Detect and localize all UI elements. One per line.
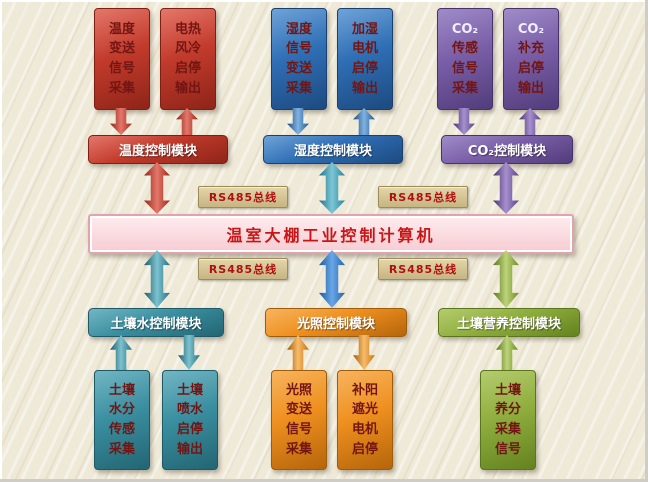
arrow-humidity-bus-icon — [319, 162, 345, 214]
central-computer: 温室大棚工业控制计算机 — [88, 214, 574, 254]
label-line: 信号 — [285, 422, 312, 437]
arrow-temp-signal-down-icon — [110, 108, 132, 135]
label-line: 补阳 — [351, 382, 378, 398]
bus-tag-bottom-left: RS485总线 — [198, 258, 288, 280]
label-line: 变送 — [285, 61, 312, 76]
label-line: 信号 — [494, 441, 521, 457]
arrow-spray-output-down-icon — [178, 335, 200, 370]
label-line: CO₂ — [517, 21, 545, 37]
arrow-humidifier-output-up-icon — [353, 108, 375, 135]
device-box-soil-moisture-sensor: 土壤 水分 传感 采集 — [94, 370, 150, 470]
label-line: 启停 — [176, 422, 203, 437]
label-line: 传感 — [108, 422, 135, 437]
label-line: 变送 — [285, 402, 312, 418]
label-line: 温度 — [108, 21, 135, 37]
label-line: 加湿 — [351, 21, 378, 37]
label-line: 输出 — [174, 80, 201, 96]
arrow-light-signal-up-icon — [287, 335, 309, 370]
label-line: 电热 — [174, 21, 201, 37]
bus-tag-top-left: RS485总线 — [198, 186, 288, 208]
label-line: 采集 — [108, 80, 135, 96]
label-line: 湿度 — [285, 21, 312, 37]
arrow-soilwater-bus-icon — [144, 250, 170, 308]
arrow-temp-bus-icon — [144, 162, 170, 214]
label-line: 光照 — [285, 382, 312, 398]
module-soil-water-control: 土壤水控制模块 — [88, 308, 224, 337]
label-line: 水分 — [108, 402, 135, 418]
module-co2-control: CO₂控制模块 — [441, 135, 573, 164]
device-box-soil-nutrient-acquisition: 土壤 养分 采集 信号 — [480, 370, 536, 470]
label-line: 启停 — [351, 61, 378, 76]
bus-tag-bottom-right: RS485总线 — [378, 258, 468, 280]
device-box-heat-cool-output: 电热 风冷 启停 输出 — [160, 8, 216, 110]
label-line: 土壤 — [176, 382, 203, 398]
bus-tag-top-right: RS485总线 — [378, 186, 468, 208]
device-box-humidity-signal-acquisition: 湿度 信号 变送 采集 — [271, 8, 327, 110]
arrow-co2-signal-down-icon — [453, 108, 475, 135]
arrow-light-bus-icon — [319, 250, 345, 308]
label-line: 喷水 — [176, 402, 203, 418]
arrow-heat-output-up-icon — [176, 108, 198, 135]
label-line: 养分 — [494, 402, 521, 418]
arrow-humidity-signal-down-icon — [287, 108, 309, 135]
label-line: 变送 — [108, 41, 135, 57]
device-box-light-signal-acquisition: 光照 变送 信号 采集 — [271, 370, 327, 470]
device-box-co2-supply-output: CO₂ 补充 启停 输出 — [503, 8, 559, 110]
module-humidity-control: 湿度控制模块 — [263, 135, 403, 164]
label-line: 输出 — [351, 80, 378, 96]
label-line: 土壤 — [108, 382, 135, 398]
label-line: 采集 — [451, 80, 478, 96]
arrow-soil-moisture-up-icon — [110, 335, 132, 370]
label-line: 信号 — [108, 61, 135, 76]
label-line: 启停 — [351, 441, 378, 457]
module-temperature-control: 温度控制模块 — [88, 135, 228, 164]
label-line: 电机 — [351, 422, 378, 437]
module-light-control: 光照控制模块 — [265, 308, 407, 337]
label-line: 采集 — [108, 441, 135, 457]
label-line: 信号 — [451, 61, 478, 76]
label-line: 补充 — [517, 41, 544, 57]
device-box-shade-motor-control: 补阳 遮光 电机 启停 — [337, 370, 393, 470]
arrow-shade-motor-down-icon — [353, 335, 375, 370]
label-line: 信号 — [285, 41, 312, 57]
device-box-temp-signal-acquisition: 温度 变送 信号 采集 — [94, 8, 150, 110]
device-box-co2-sensor-acquisition: CO₂ 传感 信号 采集 — [437, 8, 493, 110]
label-line: 电机 — [351, 41, 378, 57]
arrow-nutrient-signal-up-icon — [496, 335, 518, 370]
label-line: 土壤 — [494, 382, 521, 398]
arrow-nutrient-bus-icon — [493, 250, 519, 308]
label-line: 输出 — [517, 80, 544, 96]
label-line: 启停 — [174, 61, 201, 76]
label-line: 采集 — [494, 422, 521, 437]
module-soil-nutrient-control: 土壤营养控制模块 — [438, 308, 580, 337]
label-line: 传感 — [451, 41, 478, 57]
arrow-co2-bus-icon — [493, 162, 519, 214]
label-line: CO₂ — [451, 21, 479, 37]
label-line: 输出 — [176, 441, 203, 457]
device-box-soil-spray-output: 土壤 喷水 启停 输出 — [162, 370, 218, 470]
label-line: 遮光 — [351, 402, 378, 418]
arrow-co2-supply-up-icon — [519, 108, 541, 135]
label-line: 风冷 — [174, 41, 201, 57]
label-line: 启停 — [517, 61, 544, 76]
device-box-humidifier-motor-output: 加湿 电机 启停 输出 — [337, 8, 393, 110]
label-line: 采集 — [285, 441, 312, 457]
label-line: 采集 — [285, 80, 312, 96]
